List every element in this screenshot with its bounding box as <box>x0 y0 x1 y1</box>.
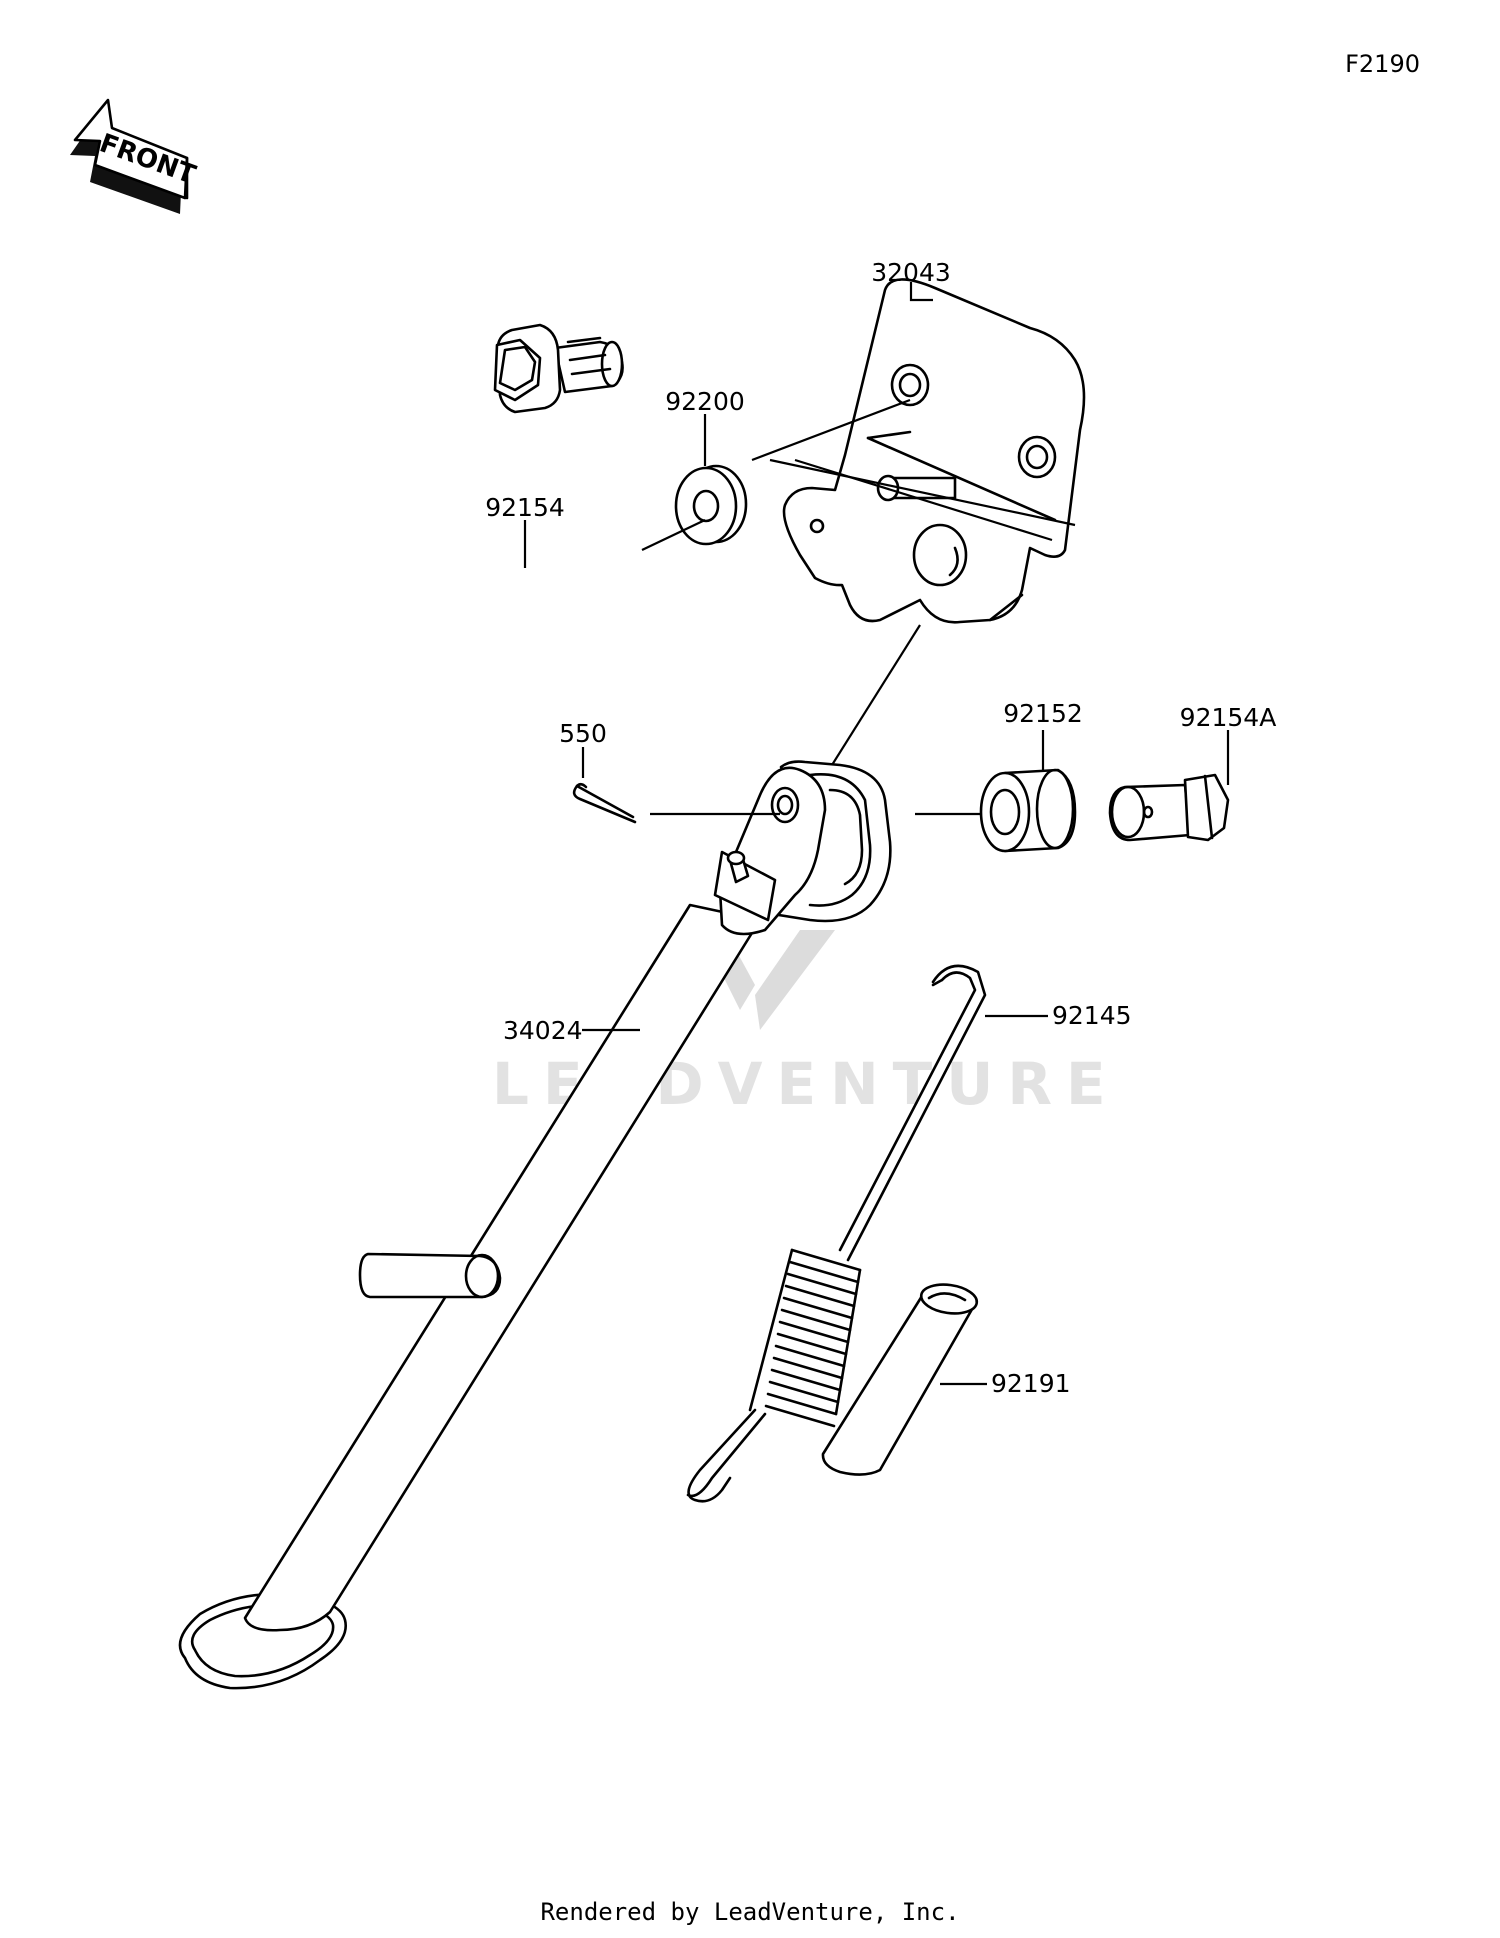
cotter-pin-550 <box>572 782 637 824</box>
bolt-92154a <box>1108 773 1230 842</box>
leader-lines <box>523 282 1230 1386</box>
washer-92200 <box>674 464 748 546</box>
part-label-92200: 92200 <box>665 387 745 416</box>
part-label-32043: 32043 <box>871 258 951 287</box>
figure-code: F2190 <box>1345 50 1420 78</box>
part-label-34024: 34024 <box>503 1016 583 1045</box>
side-stand-34024 <box>178 760 892 1690</box>
part-label-92154: 92154 <box>485 493 565 522</box>
front-arrow-icon: FRONT <box>70 98 200 214</box>
part-label-92145: 92145 <box>1052 1001 1132 1030</box>
spring-92145 <box>686 964 987 1503</box>
part-label-92154a: 92154A <box>1180 703 1277 732</box>
bolt-92154 <box>493 323 624 414</box>
bracket-32043 <box>782 278 1086 624</box>
part-label-92152: 92152 <box>1003 699 1083 728</box>
part-label-550: 550 <box>559 719 607 748</box>
spring-coils <box>748 1248 862 1428</box>
footer-credit: Rendered by LeadVenture, Inc. <box>540 1898 959 1926</box>
collar-92152 <box>979 768 1077 853</box>
part-label-92191: 92191 <box>991 1369 1071 1398</box>
tube-92191 <box>821 1283 979 1476</box>
